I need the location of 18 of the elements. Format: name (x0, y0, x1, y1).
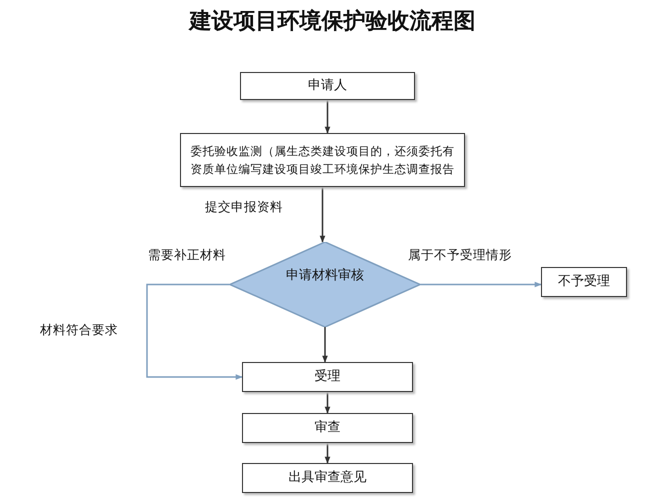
process-box: 申请人 (240, 72, 415, 100)
process-box: 不予受理 (541, 267, 627, 297)
arrow (420, 282, 542, 288)
arrow (324, 100, 330, 134)
process-box: 出具审查意见 (242, 463, 413, 493)
arrow (320, 187, 326, 243)
edge-label: 材料符合要求 (40, 322, 118, 339)
title: 建设项目环境保护验收流程图 (187, 8, 476, 36)
process-box: 委托验收监测（属生态类建设项目的，还须委托有资质单位编写建设项目竣工环境保护生态调查报告 (180, 133, 465, 187)
note-label: 需要补正材料 (148, 247, 226, 264)
process-box: 审查 (242, 413, 413, 443)
arrow (324, 443, 330, 464)
edge-label: 属于不予受理情形 (408, 247, 512, 264)
arrow (324, 392, 330, 414)
arrow (322, 327, 328, 363)
edge-label: 提交申报资料 (205, 199, 283, 216)
arrow (146, 284, 243, 380)
process-box: 受理 (242, 362, 413, 392)
